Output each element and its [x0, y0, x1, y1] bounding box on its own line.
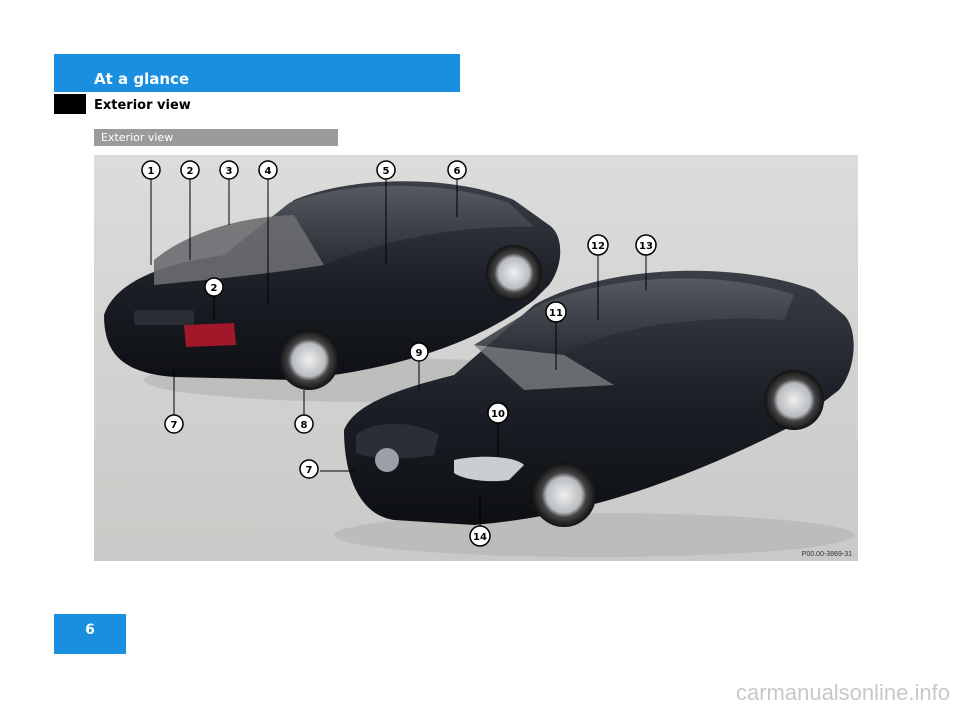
section-subtitle: Exterior view — [94, 98, 191, 113]
front-car-view — [334, 270, 854, 557]
section-title-bar: Exterior view — [94, 129, 338, 146]
callout-label: 13 — [639, 241, 653, 252]
callout-label: 9 — [416, 348, 423, 359]
callout-label: 1 — [148, 166, 155, 177]
callout-label: 6 — [454, 166, 461, 177]
exterior-view-figure: 1 2 3 4 5 6 2 7 8 12 13 11 9 10 7 14 P00… — [94, 155, 858, 561]
callout-label: 8 — [301, 420, 308, 431]
callout-label: 11 — [549, 308, 563, 319]
page-number: 6 — [54, 614, 126, 654]
callout-label: 10 — [491, 409, 505, 420]
callout-label: 2 — [211, 283, 218, 294]
callout-label: 7 — [171, 420, 178, 431]
callout-label: 3 — [226, 166, 233, 177]
callout-label: 5 — [383, 166, 390, 177]
figure-reference-code: P00.00-3869-31 — [801, 551, 852, 558]
section-title: Exterior view — [101, 131, 174, 144]
callout-label: 12 — [591, 241, 605, 252]
car-illustration: 1 2 3 4 5 6 2 7 8 12 13 11 9 10 7 14 — [94, 155, 858, 561]
chapter-tab-marker — [54, 94, 86, 114]
callout-label: 14 — [473, 532, 487, 543]
callout-labels: 1 2 3 4 5 6 2 7 8 12 13 11 9 10 7 14 — [148, 166, 653, 543]
callouts — [150, 179, 647, 527]
callout-label: 7 — [306, 465, 313, 476]
callout-markers — [141, 160, 657, 547]
watermark: carmanualsonline.info — [735, 680, 950, 705]
callout-label: 2 — [187, 166, 194, 177]
chapter-header-bar: At a glance — [54, 54, 460, 92]
chapter-title: At a glance — [94, 70, 190, 88]
callout-label: 4 — [265, 166, 272, 177]
